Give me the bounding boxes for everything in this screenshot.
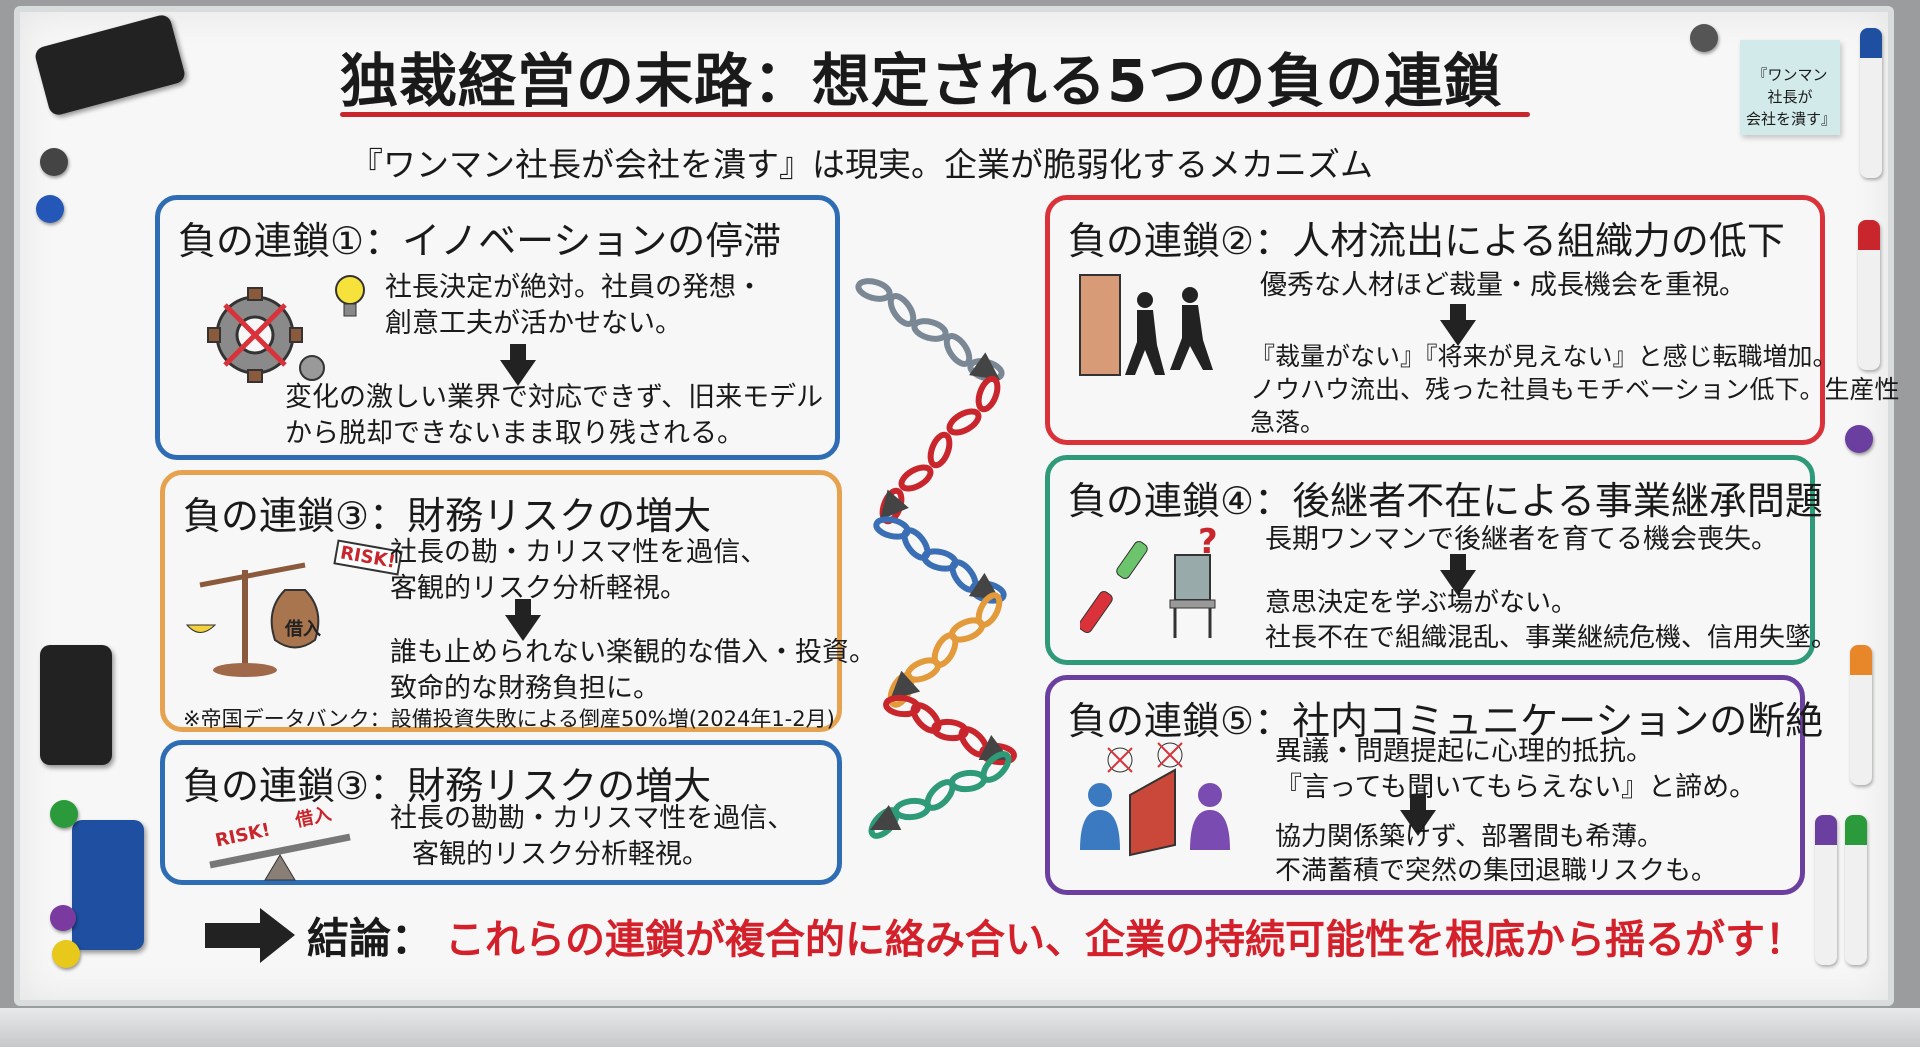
down-arrow-icon <box>505 599 541 641</box>
panel-heading: 負の連鎖②：人材流出による組織力の低下 <box>1068 219 1785 263</box>
magnet[interactable] <box>50 800 78 828</box>
panel-text: 社長の勘・カリスマ性を過信、 <box>390 537 768 568</box>
chain-arrowhead <box>969 352 1000 380</box>
marker-tray <box>0 1008 1920 1047</box>
orange-marker[interactable] <box>1850 645 1872 785</box>
panel-text: 異議・問題提起に心理的抵抗。 <box>1275 736 1653 767</box>
people-leaving-door-icon <box>1079 274 1213 376</box>
chain-link <box>898 464 934 492</box>
panel-text: 客観的リスク分析軽視。 <box>390 573 687 604</box>
panel-text: 『言っても聞いてもらえない』と諦め。 <box>1275 772 1757 803</box>
down-arrow-icon <box>1440 554 1476 596</box>
panel-financial-risk-2: 負の連鎖③：財務リスクの増大 RISK! 借入 社長の勘勘・カリスマ性を過信、 … <box>160 740 842 885</box>
lightbulb-icon <box>335 275 365 317</box>
panel-succession: 負の連鎖④：後継者不在による事業継承問題 ? 長期ワンマンで後継者を育てる機会喪… <box>1045 455 1837 665</box>
source-note: ※帝国データバンク：設備投資失敗による倒産50%増(2024年1-2月) <box>183 707 835 731</box>
chain-link <box>949 769 987 793</box>
zigzag-chain-illustration <box>855 278 1017 839</box>
panel-talent-drain: 負の連鎖②：人材流出による組織力の低下 優秀な人材ほど裁量・成長機会を重視。 『… <box>1045 195 1900 445</box>
seesaw-icon <box>209 833 351 881</box>
panel-text: 『裁量がない』『将来が見えない』と感じ転職増加。 <box>1250 342 1838 371</box>
subtitle: 『ワンマン社長が会社を潰す』は現実。企業が脆弱化するメカニズム <box>350 145 1373 184</box>
blue-marker[interactable] <box>1860 28 1882 178</box>
red-marker[interactable] <box>1858 220 1880 370</box>
panel-text: 社長の勘勘・カリスマ性を過信、 <box>390 803 795 834</box>
magnet[interactable] <box>1845 425 1873 453</box>
chain-link <box>855 278 893 302</box>
panel-communication: 負の連鎖⑤：社内コミュニケーションの断絶 異議・問題提起に心理的抵抗。 『言って… <box>1045 675 1824 895</box>
magnet[interactable] <box>40 148 68 176</box>
down-arrow-icon <box>1400 794 1436 836</box>
conclusion: 結論： これらの連鎖が複合的に絡み合い、企業の持続可能性を根底から揺るがす！ <box>205 905 1805 966</box>
scale-moneybag-icon <box>185 562 320 677</box>
title-underline <box>340 112 1530 117</box>
eraser[interactable] <box>72 820 144 950</box>
chain-link <box>911 318 949 342</box>
chain-link <box>927 431 953 469</box>
panel-text: 誰も止められない楽観的な借入・投資。 <box>390 637 876 668</box>
eraser[interactable] <box>40 645 112 765</box>
magnet[interactable] <box>1690 24 1718 52</box>
panel-heading: 負の連鎖③：財務リスクの増大 <box>183 494 712 538</box>
question-mark: ? <box>1198 522 1218 562</box>
chain-link <box>946 408 982 436</box>
right-arrow-icon <box>205 908 295 963</box>
panel-innovation: 負の連鎖①：イノベーションの停滞 社長決定が絶対。社員の発想・ 創意工夫が活かせ… <box>155 195 840 460</box>
panel-text: 社長決定が絶対。社員の発想・ <box>385 272 763 303</box>
conclusion-label: 結論： <box>307 914 434 963</box>
panel-text: ノウハウ流出、残った社員もモチベーション低下。生産性 <box>1250 375 1900 404</box>
chain-link <box>893 797 931 821</box>
panel-heading: 負の連鎖⑤：社内コミュニケーションの断絶 <box>1068 699 1824 743</box>
broken-gear-icon <box>207 287 325 383</box>
chain-link <box>910 702 942 734</box>
sticky-note: 『ワンマン社長が 会社を潰す』 <box>1740 40 1840 135</box>
panel-text: 客観的リスク分析軽視。 <box>412 839 709 870</box>
page-title: 独裁経営の末路：想定される5つの負の連鎖 <box>340 47 1503 115</box>
chain-arrowhead <box>880 489 909 520</box>
magnet[interactable] <box>52 940 80 968</box>
chain-link <box>975 375 1001 413</box>
panel-text: 社長不在で組織混乱、事業継続危機、信用失墜。 <box>1265 623 1838 653</box>
conclusion-text: これらの連鎖が複合的に絡み合い、企業の持続可能性を根底から揺るがす！ <box>445 916 1806 963</box>
chain-arrowhead <box>890 670 921 700</box>
panel-text: 意思決定を学ぶ場がない。 <box>1265 588 1578 618</box>
panel-text: 優秀な人材ほど裁量・成長機会を重視。 <box>1260 270 1746 301</box>
panel-heading: 負の連鎖④：後継者不在による事業継承問題 <box>1068 479 1823 523</box>
magnet[interactable] <box>36 195 64 223</box>
loan-label: 借入 <box>285 619 321 640</box>
broken-baton-empty-chair-icon <box>1080 541 1216 638</box>
panel-text: から脱却できないまま取り残される。 <box>285 418 744 449</box>
panel-heading: 負の連鎖①：イノベーションの停滞 <box>178 219 782 263</box>
panel-text: 協力関係築けず、部署間も希薄。 <box>1275 822 1664 852</box>
chain-link <box>887 293 917 327</box>
panel-text: 不満蓄積で突然の集団退職リスクも。 <box>1275 856 1718 886</box>
purple-marker[interactable] <box>1815 815 1837 965</box>
people-wall-icon <box>1080 742 1230 857</box>
down-arrow-icon <box>1440 304 1476 346</box>
panel-text: 致命的な財務負担に。 <box>390 673 660 704</box>
panel-text: 創意工夫が活かせない。 <box>385 308 682 339</box>
sticky-line: 会社を潰す』 <box>1746 110 1837 128</box>
panel-text: 長期ワンマンで後継者を育てる機会喪失。 <box>1265 524 1778 555</box>
panel-text: 急落。 <box>1250 408 1326 437</box>
green-marker[interactable] <box>1845 815 1867 965</box>
sticky-line: 『ワンマン社長が <box>1752 66 1828 106</box>
magnet[interactable] <box>50 905 76 931</box>
panel-heading: 負の連鎖③：財務リスクの増大 <box>183 764 712 808</box>
down-arrow-icon <box>500 344 536 386</box>
panel-financial-risk: 負の連鎖③：財務リスクの増大 RISK! 借入 社長の勘・カリスマ性を過信、 客… <box>160 470 876 732</box>
panel-text: 変化の激しい業界で対応できず、旧来モデル <box>285 382 824 413</box>
chain-link <box>943 333 973 367</box>
chain-arrowhead <box>870 804 902 830</box>
